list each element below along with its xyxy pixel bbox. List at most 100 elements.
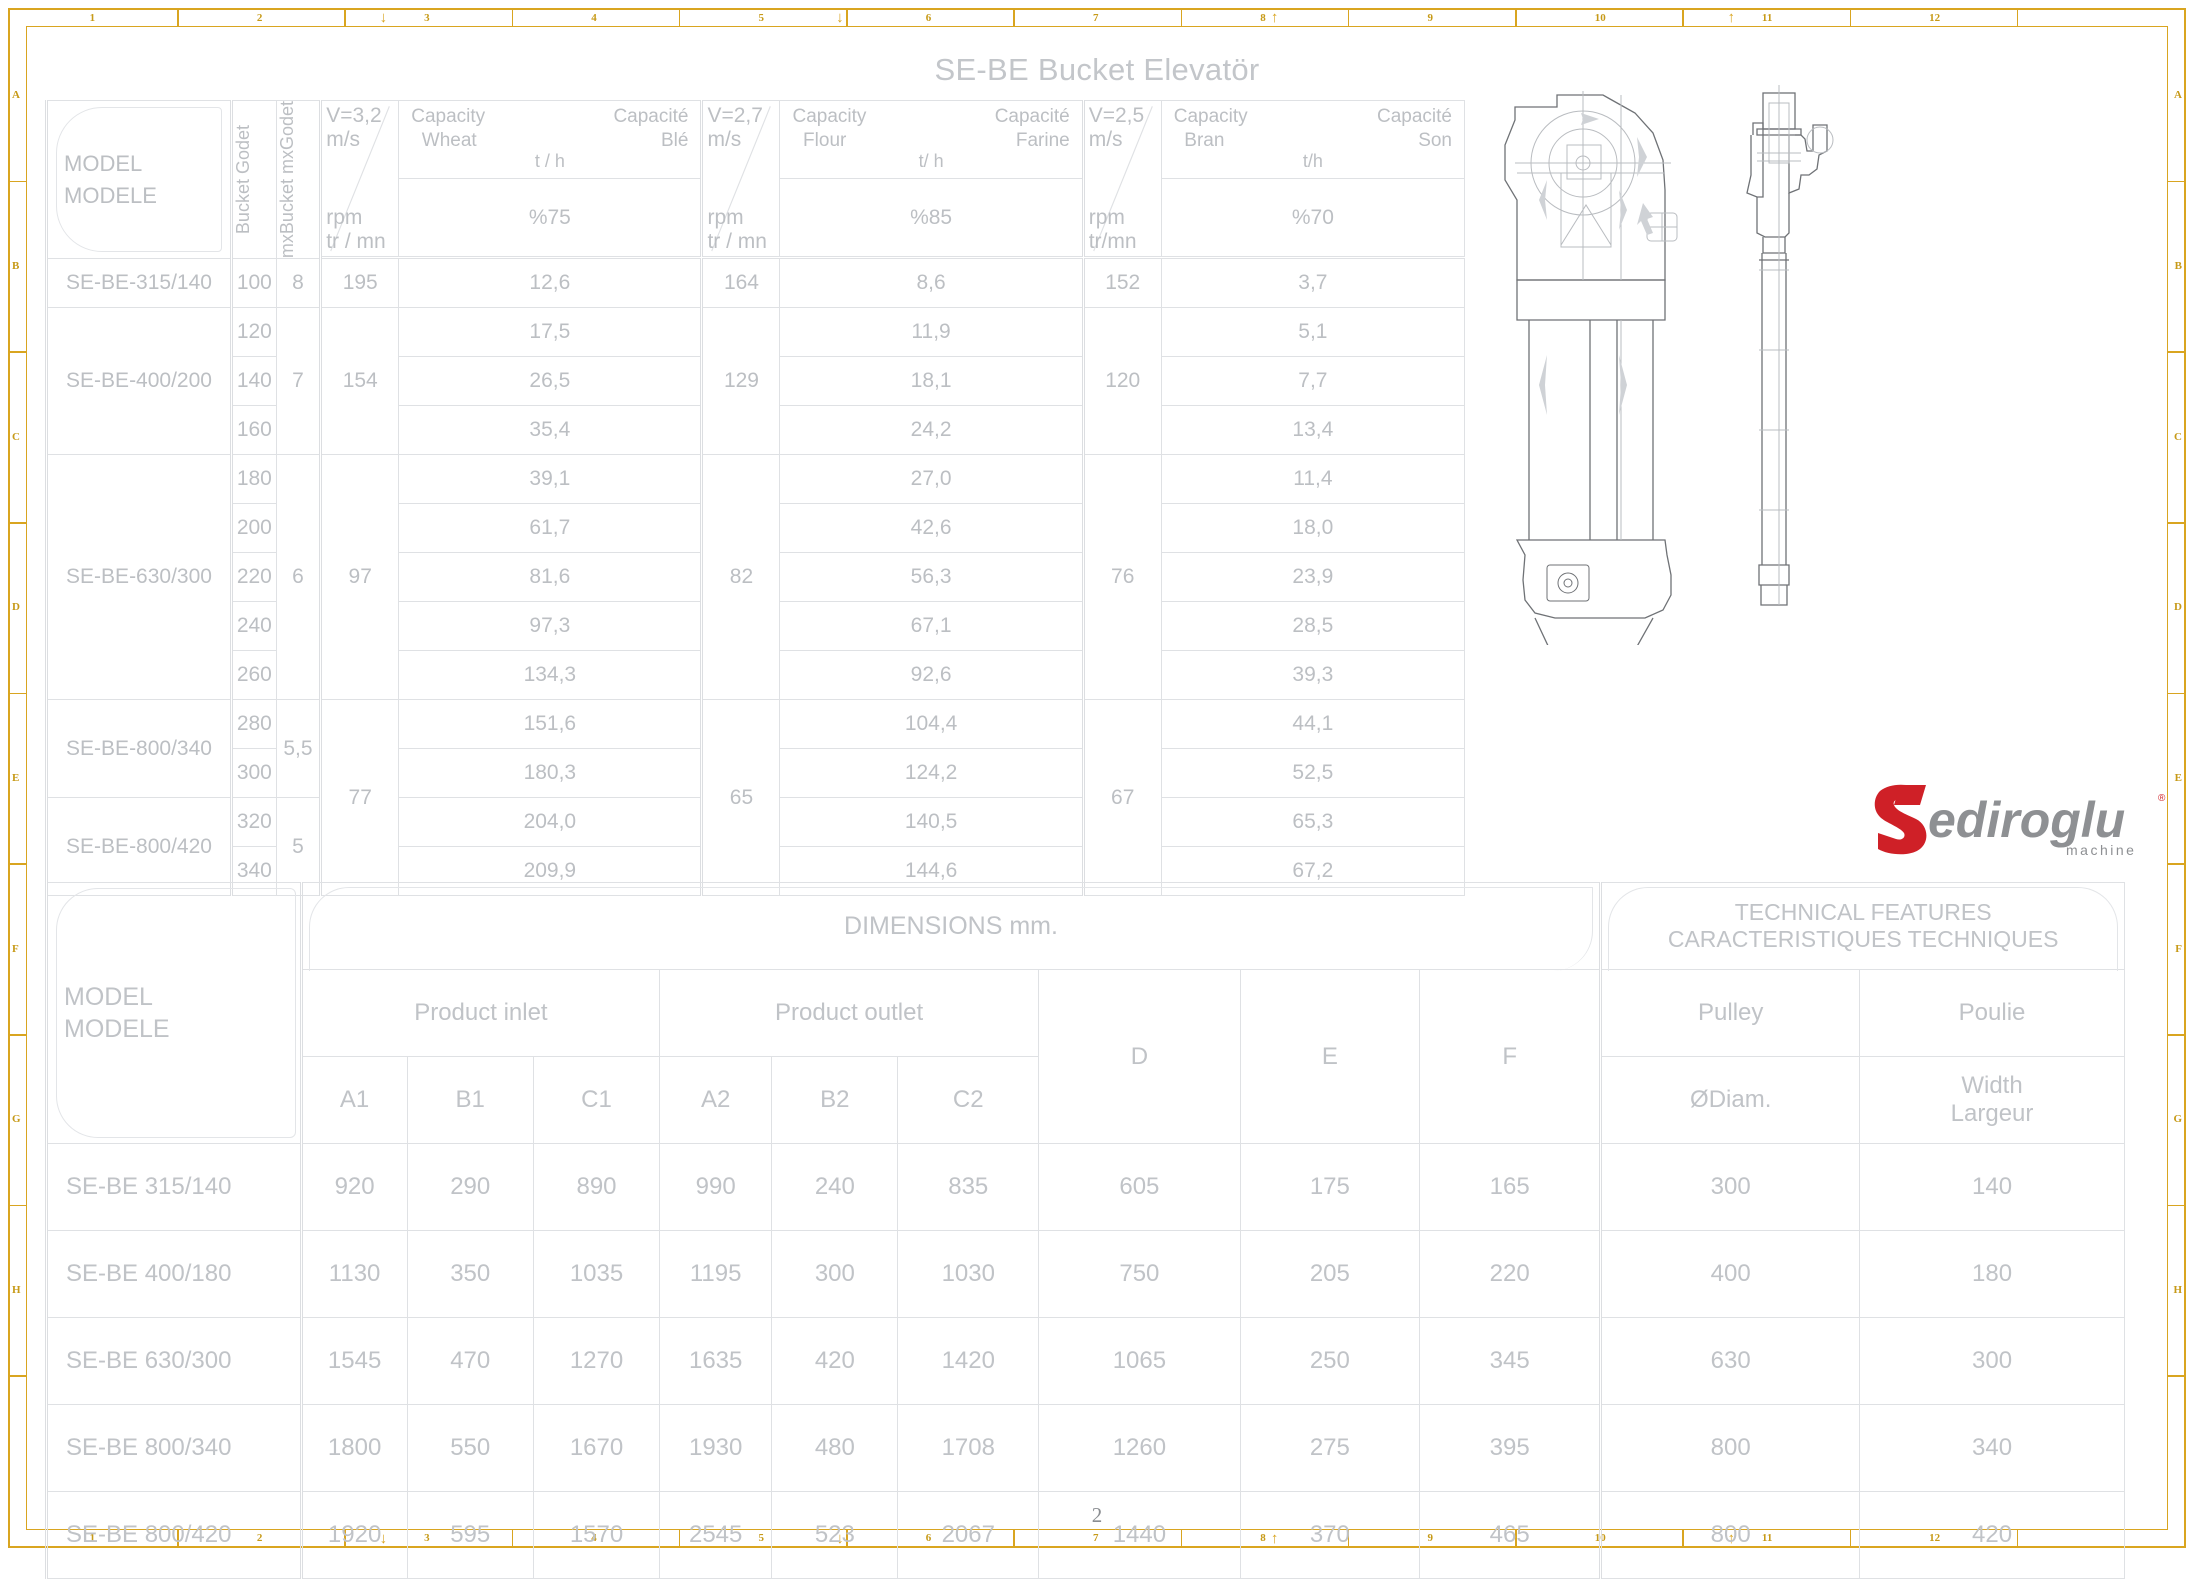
capacity-flour-cell: 24,2 [779, 405, 1084, 456]
capacity-wheat-cell: 97,3 [398, 601, 703, 652]
logo-wordmark: ediroglu [1928, 792, 2125, 848]
dim-A1: 920 [299, 1143, 408, 1231]
dim-B2: 420 [771, 1317, 899, 1405]
technical-features-banner: TECHNICAL FEATURES CARACTERISTIQUES TECH… [1600, 882, 2125, 972]
capacity-wheat-cell: 61,7 [398, 503, 703, 554]
speed-unit-2: m/s [1088, 127, 1123, 151]
col-header-A2: A2 [659, 1056, 773, 1144]
capacity-flour-cell: 11,9 [779, 307, 1084, 358]
bucket-size-cell: 160 [231, 405, 277, 456]
speed-value-1: V=2,7 [707, 104, 763, 127]
capacity-en-2: Capacity [1173, 106, 1248, 127]
model-name-cell: SE-BE-315/140 [44, 258, 234, 309]
pulley-diameter: 400 [1599, 1230, 1861, 1318]
product-outlet-header: Product outlet [659, 969, 1040, 1057]
width-header-fr: Largeur [1950, 1100, 2034, 1127]
capacity-wheat-cell: 12,6 [398, 258, 703, 309]
capacity-wheat-cell: 26,5 [398, 356, 703, 407]
dim-model-en: MODEL [64, 982, 153, 1011]
bucket-size-cell: 100 [231, 258, 277, 309]
dim-A1: 1130 [299, 1230, 408, 1318]
bucket-size-cell: 240 [231, 601, 277, 652]
col-header-B2: B2 [771, 1056, 899, 1144]
speed-value-2: V=2,5 [1088, 104, 1145, 127]
capacity-wheat-cell: 17,5 [398, 307, 703, 358]
product-fr-1: Farine [1015, 129, 1070, 151]
rpm-fr-label-2: tr/mn [1088, 229, 1137, 253]
dim-D: 1260 [1038, 1404, 1241, 1492]
capacity-en-1: Capacity [792, 106, 867, 127]
dim-C1: 890 [532, 1143, 661, 1231]
capacity-bran-cell: 5,1 [1160, 307, 1466, 358]
bucket-size-cell: 220 [231, 552, 277, 603]
col-header-B1: B1 [406, 1056, 534, 1144]
capacity-flour-cell: 124,2 [779, 748, 1084, 799]
capacity-table: MODEL MODELE Bucket Godet mxBucket mxGod… [44, 99, 1466, 897]
mxbucket-cell: 7 [275, 307, 323, 456]
speed-value-0: V=3,2 [326, 104, 382, 127]
mxbucket-cell: 8 [275, 258, 323, 309]
bucket-size-cell: 320 [231, 797, 277, 848]
rpm-bran-cell: 76 [1081, 454, 1162, 701]
rpm-label-1: rpm [707, 206, 744, 230]
table-row: SE-BE 400/180 1130 350 1035 1195 300 103… [45, 1230, 2125, 1318]
pulley-diameter: 630 [1599, 1317, 1861, 1405]
capacity-flour-cell: 104,4 [779, 699, 1084, 750]
rpm-flour-cell: 65 [700, 699, 781, 897]
unit-th-0: t / h [534, 151, 565, 172]
capacity-fr-1: Capacité [994, 106, 1070, 127]
drawing-sheet: SE-BE Bucket Elevatör MODEL MODELE Bucke… [30, 30, 2166, 1579]
dim-model-fr: MODELE [64, 1015, 170, 1043]
model-name-cell: SE-BE-800/420 [44, 797, 234, 897]
rpm-wheat-cell: 195 [319, 258, 400, 309]
table-row: SE-BE 800/340 1800 550 1670 1930 480 170… [45, 1404, 2125, 1492]
dim-B2: 240 [771, 1143, 899, 1231]
mxbucket-cell: 5,5 [275, 699, 323, 799]
speed-unit-1: m/s [707, 127, 742, 151]
model-name-cell: SE-BE-800/340 [44, 699, 234, 799]
dim-D: 605 [1038, 1143, 1241, 1231]
capacity-wheat-cell: 180,3 [398, 748, 703, 799]
capacity-wheat-cell: 81,6 [398, 552, 703, 603]
mxbucket-header-cell: mxBucket mxGodet [275, 99, 323, 260]
product-inlet-header: Product inlet [299, 969, 661, 1057]
dim-E: 275 [1239, 1404, 1420, 1492]
rpm-bran-cell: 67 [1081, 699, 1162, 897]
col-header-C1: C1 [532, 1056, 661, 1144]
bucket-size-cell: 180 [231, 454, 277, 505]
rpm-bran-cell: 120 [1081, 307, 1162, 456]
table-row: SE-BE 630/300 1545 470 1270 1635 420 142… [45, 1317, 2125, 1405]
percent-cell-1: %85 [779, 178, 1084, 258]
mxbucket-cell: 5 [275, 797, 323, 897]
bucket-size-cell: 260 [231, 650, 277, 701]
rpm-wheat-cell: 97 [319, 454, 400, 701]
unit-th-2: t/h [1302, 151, 1323, 172]
capacity-bran-cell: 7,7 [1160, 356, 1466, 407]
capacity-table-container: MODEL MODELE Bucket Godet mxBucket mxGod… [44, 99, 1466, 897]
dim-E: 175 [1239, 1143, 1420, 1231]
bucket-header-label: Bucket Godet [233, 124, 254, 235]
rpm-flour-cell: 129 [700, 307, 781, 456]
pulley-width: 140 [1859, 1143, 2125, 1231]
unit-th-1: t/ h [918, 151, 944, 172]
capacity-flour-cell: 18,1 [779, 356, 1084, 407]
capacity-fr-0: Capacité [613, 106, 689, 127]
percent-cell-0: %75 [398, 178, 703, 258]
capacity-bran-cell: 44,1 [1160, 699, 1466, 750]
dim-B1: 550 [406, 1404, 534, 1492]
dim-C2: 835 [897, 1143, 1040, 1231]
dim-B2: 300 [771, 1230, 899, 1318]
rpm-wheat-cell: 154 [319, 307, 400, 456]
pulley-width: 340 [1859, 1404, 2125, 1492]
capacity-bran-cell: 13,4 [1160, 405, 1466, 456]
product-fr-2: Son [1418, 129, 1452, 151]
bucket-header-cell: Bucket Godet [231, 99, 277, 260]
